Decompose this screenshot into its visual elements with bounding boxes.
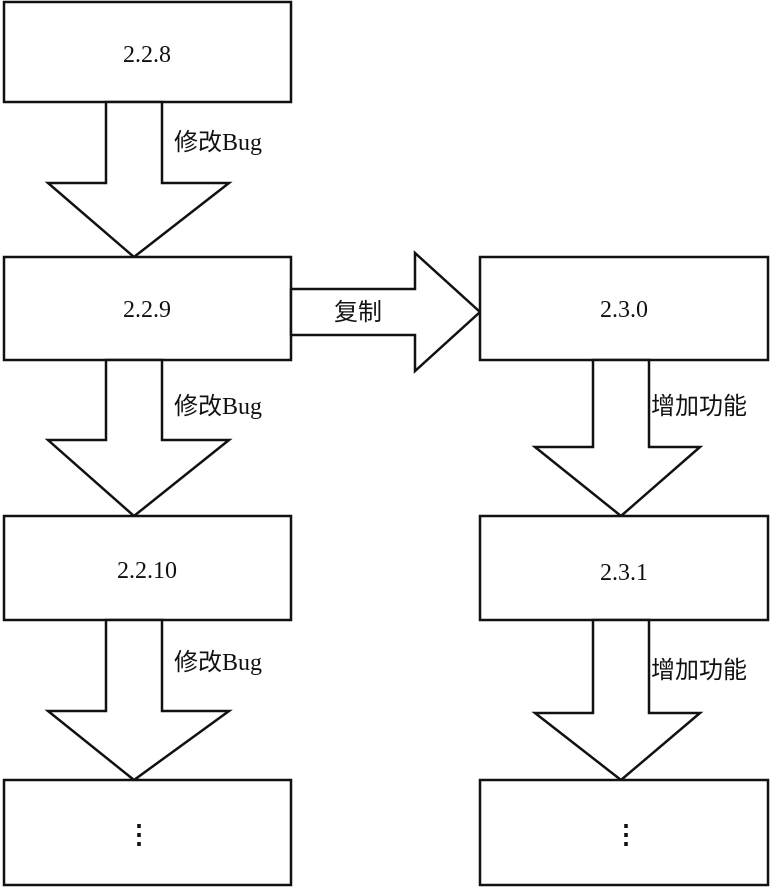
version-label: 2.2.8 <box>123 42 171 68</box>
edge-label-add-feature: 增加功能 <box>651 393 747 420</box>
fix-bug-arrow-2: 修改Bug <box>44 358 262 518</box>
edge-label-copy: 复制 <box>334 299 382 326</box>
version-box-2-2-8: 2.2.8 <box>2 0 293 104</box>
edge-label-fix-bug: 修改Bug <box>174 649 262 676</box>
version-label: 2.3.0 <box>600 297 648 323</box>
copy-arrow: 复制 <box>289 250 482 374</box>
ellipsis-label: ⋮ <box>613 820 639 849</box>
version-box-right-more: ⋮ <box>478 778 770 887</box>
edge-label-fix-bug: 修改Bug <box>174 129 262 156</box>
version-label: 2.2.9 <box>123 297 171 323</box>
version-box-2-2-10: 2.2.10 <box>2 514 293 622</box>
version-box-2-2-9: 2.2.9 <box>2 255 293 362</box>
version-label: 2.3.1 <box>600 560 648 586</box>
version-box-left-more: ⋮ <box>2 778 293 887</box>
version-box-2-3-1: 2.3.1 <box>478 514 770 622</box>
ellipsis-label: ⋮ <box>126 820 152 849</box>
version-box-2-3-0: 2.3.0 <box>478 255 770 362</box>
fix-bug-arrow-3: 修改Bug <box>44 618 262 782</box>
fix-bug-arrow-1: 修改Bug <box>44 100 262 259</box>
add-feature-arrow-1: 增加功能 <box>531 358 747 518</box>
version-label: 2.2.10 <box>117 558 177 584</box>
edge-label-add-feature: 增加功能 <box>651 657 747 684</box>
edge-label-fix-bug: 修改Bug <box>174 393 262 420</box>
add-feature-arrow-2: 增加功能 <box>531 618 747 782</box>
